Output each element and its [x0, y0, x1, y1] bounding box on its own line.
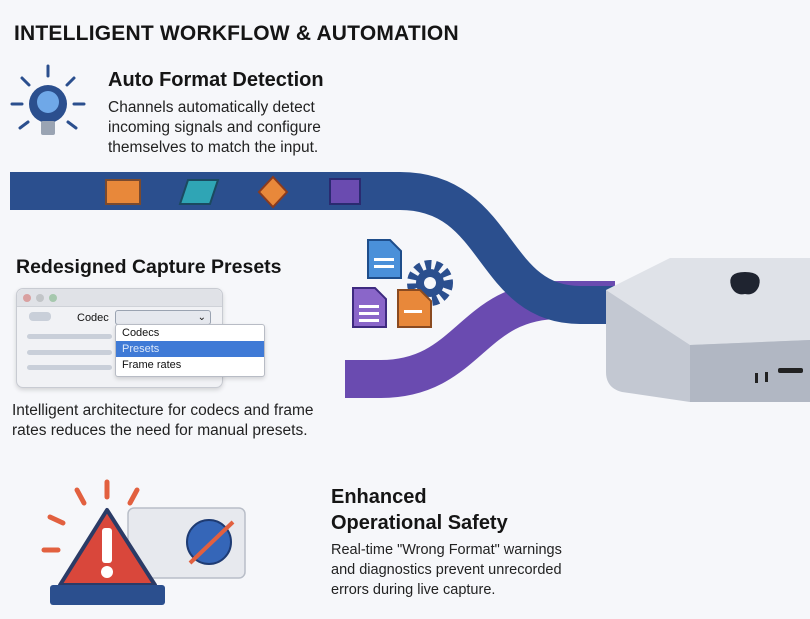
body-line: Intelligent architecture for codecs and …	[12, 402, 314, 419]
safety-body: Real-time "Wrong Format" warnings and di…	[331, 540, 562, 600]
body-line: incoming signals and configure	[108, 119, 321, 136]
document-icon	[367, 239, 402, 279]
menu-item-frame-rates[interactable]: Frame rates	[122, 359, 182, 371]
document-icon	[352, 287, 387, 328]
maximize-button[interactable]	[49, 294, 57, 302]
capture-presets-heading: Redesigned Capture Presets	[16, 256, 282, 278]
chevron-down-icon: ⌄	[197, 312, 206, 323]
gear-icon	[407, 260, 453, 306]
codec-label: Codec	[77, 312, 109, 324]
codec-select[interactable]: ⌄	[115, 310, 211, 325]
page-title: INTELLIGENT WORKFLOW & AUTOMATION	[14, 22, 459, 45]
blue-stream	[10, 172, 615, 324]
warning-icon	[41, 479, 246, 605]
body-line: rates reduces the need for manual preset…	[12, 422, 308, 439]
placeholder-line	[27, 334, 112, 339]
close-button[interactable]	[23, 294, 31, 302]
codec-dropdown-menu: Codecs Presets Frame rates	[115, 324, 265, 377]
body-line: themselves to match the input.	[108, 139, 319, 156]
window-titlebar	[17, 289, 222, 307]
teal-parallelogram-shape	[178, 179, 220, 205]
orange-diamond-shape	[257, 175, 289, 209]
safety-heading: Enhanced Operational Safety	[331, 484, 508, 536]
body-line: Channels automatically detect	[108, 99, 315, 116]
body-line: and diagnostics prevent unrecorded	[331, 562, 562, 578]
placeholder-line	[27, 350, 112, 355]
document-icon	[397, 289, 432, 328]
auto-format-heading: Auto Format Detection	[108, 69, 324, 91]
body-line: errors during live capture.	[331, 582, 496, 598]
computer-device-icon	[606, 258, 810, 402]
capture-presets-body: Intelligent architecture for codecs and …	[12, 401, 314, 441]
minimize-button[interactable]	[36, 294, 44, 302]
placeholder-line	[27, 365, 112, 370]
purple-square-shape	[329, 178, 361, 205]
placeholder-pill	[29, 312, 51, 321]
lightbulb-icon	[10, 64, 86, 135]
auto-format-body: Channels automatically detect incoming s…	[108, 98, 321, 158]
menu-item-codecs[interactable]: Codecs	[122, 327, 160, 339]
heading-line: Operational Safety	[331, 512, 508, 534]
menu-item-presets[interactable]: Presets	[116, 341, 264, 357]
body-line: Real-time "Wrong Format" warnings	[331, 542, 562, 558]
heading-line: Enhanced	[331, 486, 427, 508]
apple-logo-icon	[730, 272, 760, 295]
orange-square-shape	[105, 179, 141, 205]
